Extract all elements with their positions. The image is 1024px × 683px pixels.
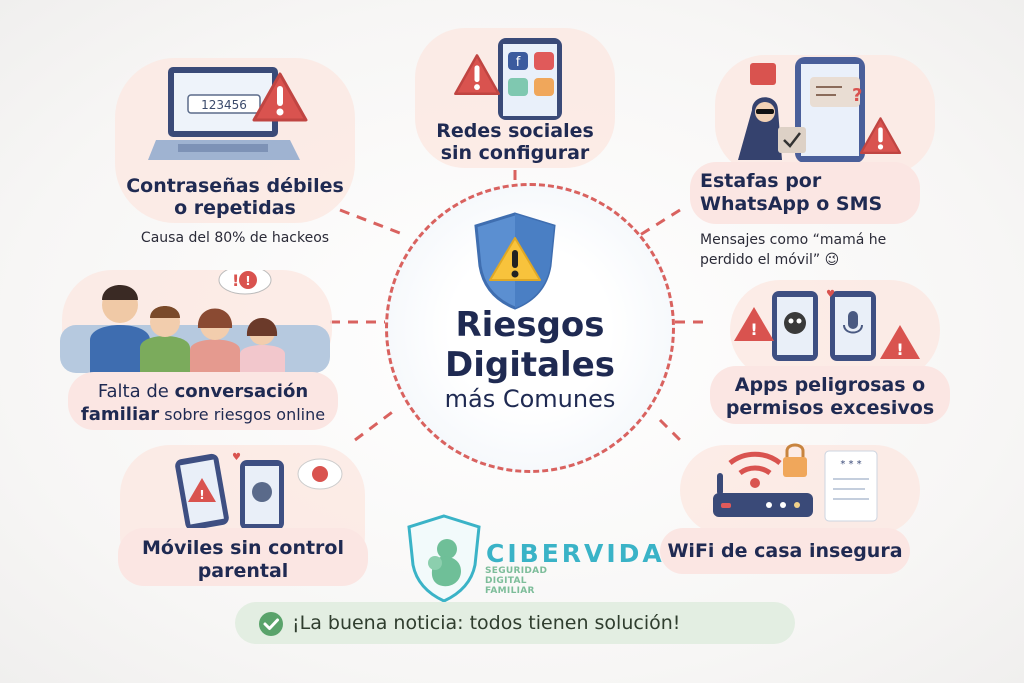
risk-title-bold: familiar: [80, 404, 160, 425]
risk-title: Móviles sin control: [141, 537, 344, 559]
warning-triangle-icon: [454, 54, 500, 95]
risk-title: familiar sobre riesgos online: [68, 403, 338, 426]
svg-text:!: !: [232, 271, 239, 290]
risk-subtitle: Causa del 80% de hackeos: [140, 230, 330, 246]
brand-name: CIBERVIDA: [486, 539, 665, 568]
dangerous-apps-icon: ! ! ♥: [734, 289, 920, 361]
svg-text:!: !: [245, 274, 250, 288]
svg-text:♥: ♥: [826, 289, 835, 300]
risk-title: Contraseñas débiles: [126, 175, 344, 197]
risk-subtitle: perdido el móvil” 😉: [700, 252, 840, 268]
check-circle-icon: [259, 612, 283, 636]
risk-title-normal: sobre riesgos online: [159, 405, 326, 424]
family-sofa-icon: ! !: [60, 270, 330, 375]
svg-text:!: !: [750, 320, 757, 339]
warning-triangle-icon: [252, 72, 308, 122]
risk-title: Falta de conversación: [68, 380, 338, 403]
good-news-banner: [235, 602, 795, 644]
phone-social-icon: f: [498, 38, 562, 120]
risk-title-bold: conversación: [174, 381, 309, 402]
risk-title: WhatsApp o SMS: [700, 193, 883, 215]
svg-text:!: !: [896, 340, 903, 359]
warning-triangle-icon: [859, 117, 902, 154]
risk-title: WiFi de casa insegura: [667, 540, 903, 562]
shield-family-logo-icon: [407, 514, 481, 603]
center-title-line1: Riesgos: [455, 305, 605, 345]
phones-parental-icon: ! ♥: [175, 452, 343, 531]
good-news-text: ¡La buena noticia: todos tienen solución…: [292, 612, 681, 634]
risk-title: Redes sociales: [436, 120, 594, 142]
laptop-password-icon: 123456: [148, 67, 300, 160]
risk-title: permisos excesivos: [725, 397, 935, 419]
risk-title: parental: [197, 560, 289, 582]
brand-tagline: SEGURIDAD DIGITAL FAMILIAR: [485, 566, 548, 596]
risk-title: sin configurar: [440, 142, 590, 164]
svg-text:123456: 123456: [201, 98, 247, 112]
svg-text:* * *: * * *: [840, 459, 861, 470]
center-title-line2: Digitales: [444, 345, 616, 385]
hacker-phone-icon: ?: [738, 57, 865, 163]
risk-title: Estafas por: [700, 170, 822, 192]
svg-text:♥: ♥: [232, 452, 241, 463]
svg-text:?: ?: [852, 85, 862, 106]
risk-title: Apps peligrosas o: [734, 374, 926, 396]
risk-title: o repetidas: [174, 197, 296, 219]
svg-text:!: !: [199, 488, 204, 502]
router-lock-icon: * * *: [713, 443, 878, 522]
center-title-line3: más Comunes: [444, 385, 616, 413]
shield-warning-icon: [474, 212, 556, 310]
risk-subtitle: Mensajes como “mamá he: [700, 232, 887, 248]
svg-text:f: f: [516, 55, 521, 70]
risk-title-normal: Falta de: [97, 381, 175, 402]
